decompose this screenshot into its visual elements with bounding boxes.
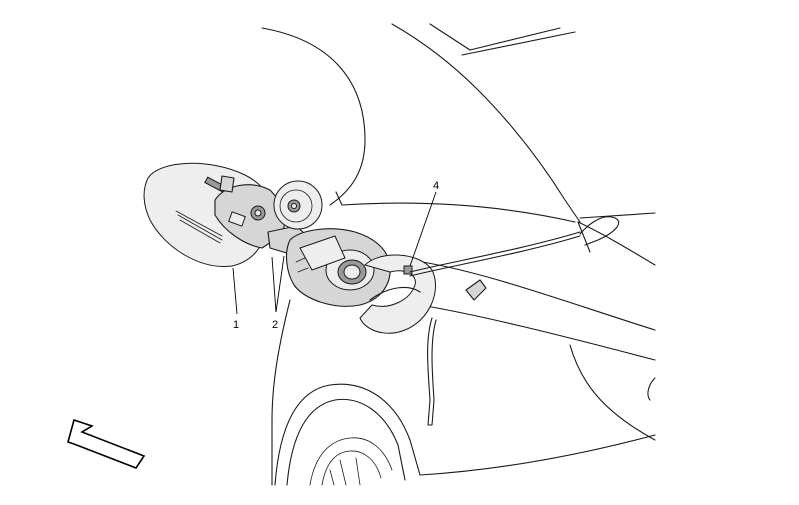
- fuel-filler-housing: [285, 228, 436, 334]
- callout-1: 1: [233, 319, 239, 331]
- callout-leaders: [232, 191, 437, 315]
- callout-2: 2: [272, 319, 278, 331]
- callout-4: 4: [433, 180, 439, 192]
- fuel-door-hinge: [214, 175, 313, 255]
- fuel-filler-cap: [273, 180, 323, 230]
- vehicle-body-outline: [261, 23, 656, 486]
- fuel-door-release-cable: [409, 216, 620, 426]
- front-direction-arrow: [67, 418, 146, 469]
